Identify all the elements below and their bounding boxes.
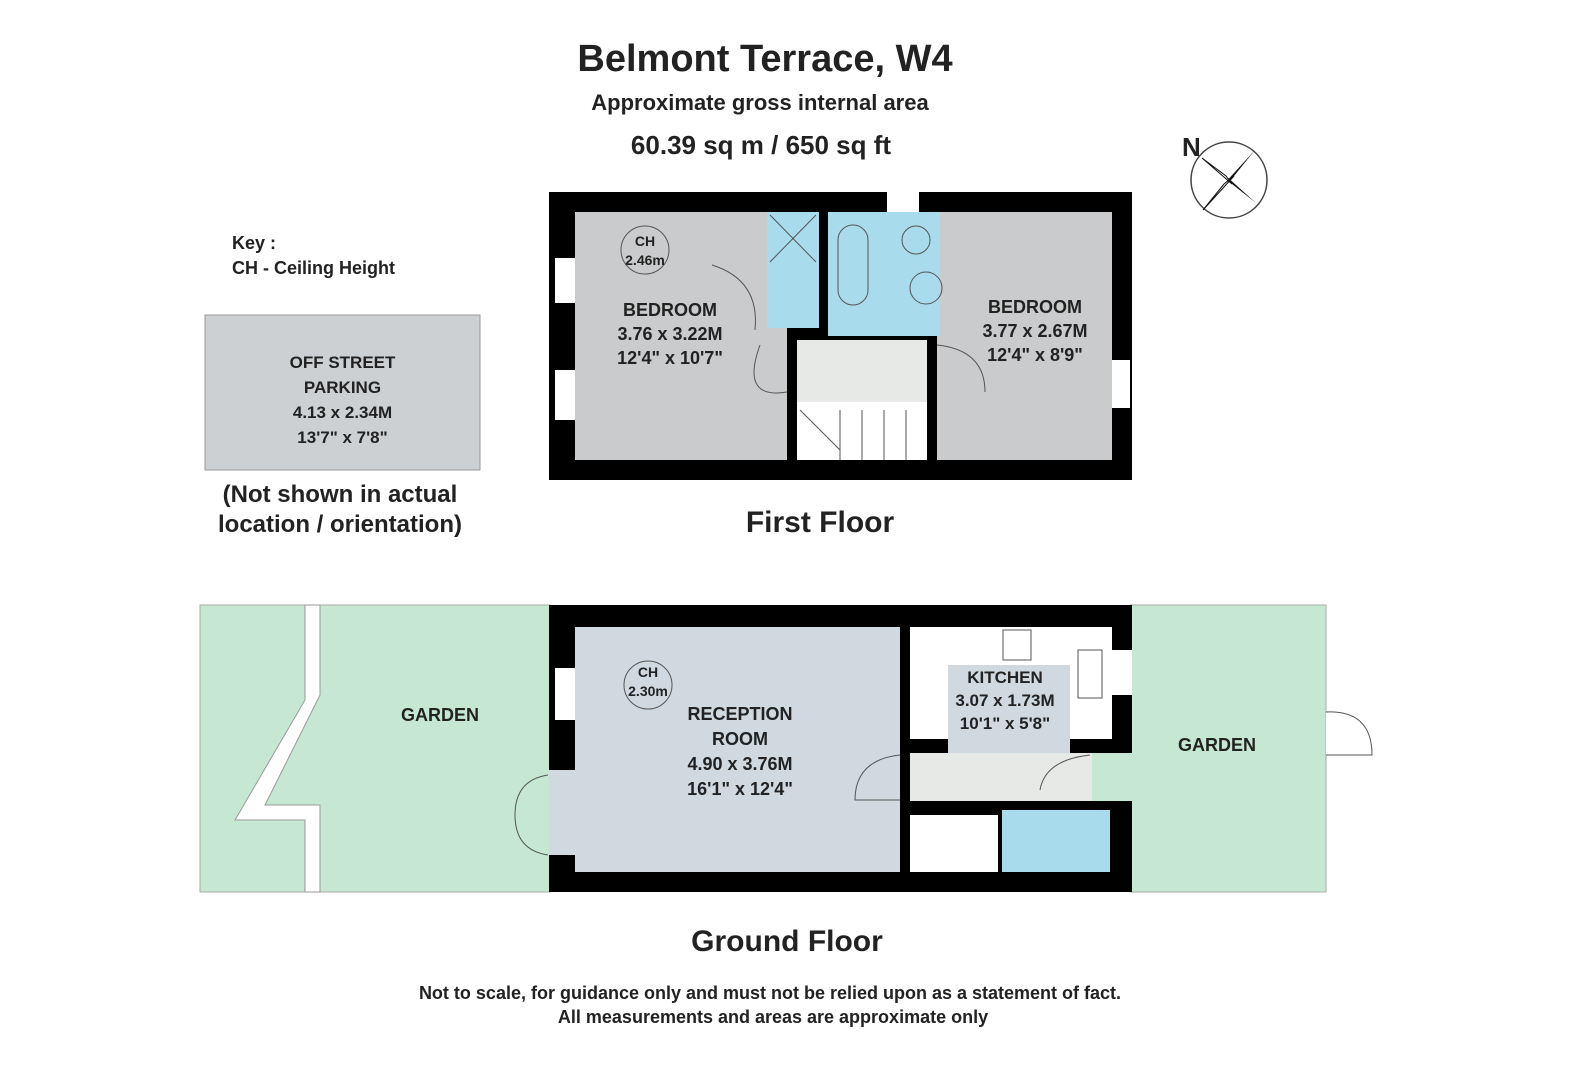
area-subtitle: Approximate gross internal area xyxy=(591,90,929,115)
compass-icon xyxy=(1190,141,1268,219)
parking-area xyxy=(204,314,481,471)
kitchen-label: KITCHEN 3.07 x 1.73M 10'1" x 5'8" xyxy=(935,666,1075,735)
first-floor-plan xyxy=(549,192,1132,661)
parking-name: OFF STREET xyxy=(289,353,396,372)
key-entry: CH - Ceiling Height xyxy=(232,258,395,278)
parking-note-line: location / orientation) xyxy=(218,511,462,538)
garden-front-label: GARDEN xyxy=(400,705,479,725)
key-title: Key : xyxy=(232,233,277,253)
bedroom-2-label: BEDROOM 3.77 x 2.67M 12'4" x 8'9" xyxy=(955,295,1115,367)
ceiling-value: 2.30m xyxy=(628,683,668,699)
room-imperial: 12'4" x 8'9" xyxy=(987,345,1083,365)
room-metric: 4.90 x 3.76M xyxy=(687,754,793,774)
room-name: BEDROOM xyxy=(988,297,1082,317)
room-imperial: 16'1" x 12'4" xyxy=(687,779,793,799)
room-name: ROOM xyxy=(712,729,768,749)
room-metric: 3.07 x 1.73M xyxy=(955,691,1055,710)
room-name: RECEPTION xyxy=(687,704,793,724)
parking-name: PARKING xyxy=(303,378,382,397)
parking-note: (Not shown in actual location / orientat… xyxy=(190,480,490,540)
room-metric: 3.76 x 3.22M xyxy=(617,324,723,344)
room-metric: 3.77 x 2.67M xyxy=(982,321,1088,341)
ground-floor-title: Ground Floor xyxy=(691,925,883,958)
garden-rear-label: GARDEN xyxy=(1177,735,1256,755)
parking-metric: 4.13 x 2.34M xyxy=(292,403,393,422)
total-area: 60.39 sq m / 650 sq ft xyxy=(630,130,892,160)
ground-floor-plan xyxy=(199,604,1373,893)
bedroom-1-label: BEDROOM 3.76 x 3.22M 12'4" x 10'7" xyxy=(590,298,750,370)
compass-north-label: N xyxy=(1182,132,1201,162)
garden-front-area xyxy=(199,604,551,893)
room-name: KITCHEN xyxy=(967,668,1043,687)
first-floor-title: First Floor xyxy=(745,506,895,539)
garden-rear-area xyxy=(1129,604,1327,893)
parking-note-line: (Not shown in actual xyxy=(222,481,458,508)
room-imperial: 10'1" x 5'8" xyxy=(959,714,1051,733)
ceiling-label: CH xyxy=(634,233,656,249)
page-title: Belmont Terrace, W4 xyxy=(577,38,953,80)
disclaimer-line-2: All measurements and areas are approxima… xyxy=(557,1007,989,1027)
ceiling-height-first: CH 2.46m xyxy=(621,232,669,270)
ceiling-value: 2.46m xyxy=(625,252,665,268)
parking-imperial: 13'7" x 7'8" xyxy=(297,428,388,447)
parking-label: OFF STREET PARKING 4.13 x 2.34M 13'7" x … xyxy=(205,350,480,450)
ceiling-label: CH xyxy=(637,664,659,680)
disclaimer-line-1: Not to scale, for guidance only and must… xyxy=(418,983,1122,1003)
reception-label: RECEPTION ROOM 4.90 x 3.76M 16'1" x 12'4… xyxy=(660,702,820,802)
room-imperial: 12'4" x 10'7" xyxy=(617,348,723,368)
room-name: BEDROOM xyxy=(623,300,717,320)
ceiling-height-ground: CH 2.30m xyxy=(624,663,672,701)
